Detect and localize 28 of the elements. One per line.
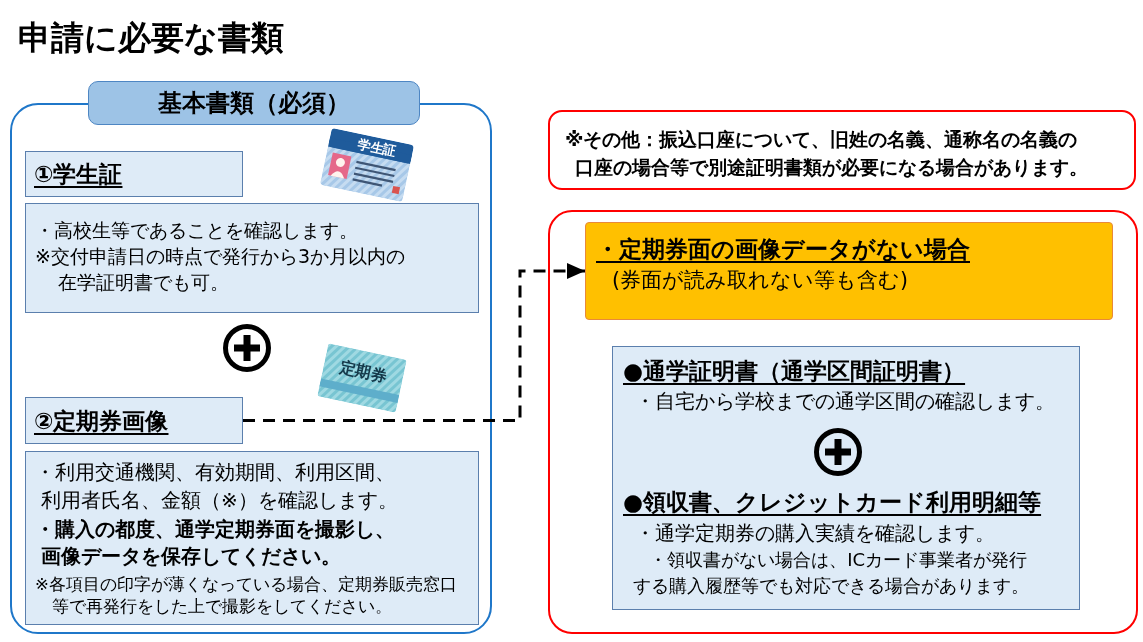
bullet-text: ・自宅から学校までの通学区間の確認します。: [635, 389, 1055, 415]
note-text: ※各項目の印字が薄くなっている場合、定期券販売窓口等で再発行をした上で撮影をしてください。: [35, 574, 458, 618]
bullet-text: ・通学定期券の購入実績を確認します。: [635, 521, 995, 547]
note-box: [548, 110, 1136, 190]
note-text: ※その他：振込口座について、旧姓の名義、通称名の名義の口座の場合等で別途証明書類が必要になる場合があります。: [565, 127, 1089, 180]
heading: ●通学証明書（通学区間証明書）: [623, 357, 966, 385]
arrow: [243, 263, 585, 422]
text-box: [25, 203, 479, 313]
note-text: ※交付申請日の時点で発行から3か月以内の在学証明書でも可。: [35, 244, 406, 295]
bullet-text: ・購入の都度、通学定期券面を撮影し、画像データを保存してください。: [35, 516, 396, 570]
ticket-picture: 定期券: [317, 343, 407, 413]
heading: ●領収書、クレジットカード利用明細等: [623, 488, 1042, 516]
panel: [548, 210, 1138, 634]
heading: ①学生証: [34, 160, 123, 189]
bullet-text: ・高校生等であることを確認します。: [35, 218, 358, 243]
text-box: [25, 451, 479, 625]
title: 申請に必要な書類: [18, 17, 284, 59]
bullet-text: ・利用交通機関、有効期間、利用区間、利用者氏名、金額（※）を確認します。: [35, 459, 399, 514]
heading: ・定期券面の画像データがない場合: [596, 235, 970, 263]
id-card-picture: 学生証: [319, 127, 415, 203]
info-box: [612, 346, 1080, 610]
label-box: [25, 397, 243, 444]
highlight-box: [585, 222, 1113, 320]
heading-tab: 基本書類（必須）: [88, 81, 420, 125]
heading: ②定期券画像: [34, 407, 169, 436]
bullet-text: ・領収書がない場合は、ICカード事業者が発行する購入履歴等でも対応できる場合があります。: [633, 548, 1030, 598]
label-box: [25, 151, 243, 197]
note-text: (券面が読み取れない等も含む): [612, 267, 908, 293]
